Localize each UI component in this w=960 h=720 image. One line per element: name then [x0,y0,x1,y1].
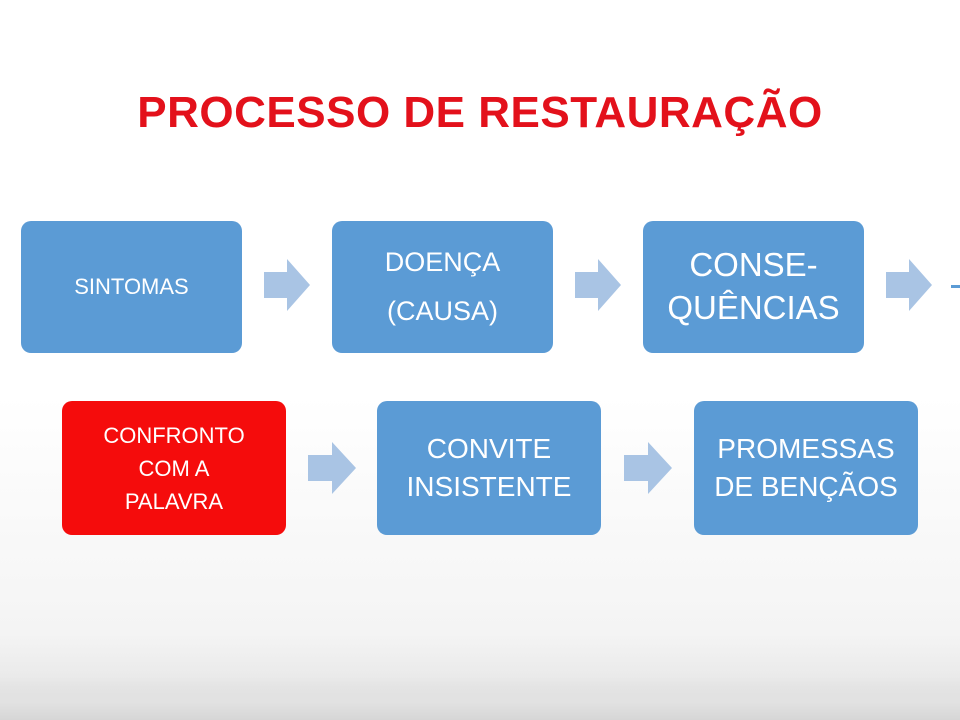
arrow-right-icon [886,259,932,311]
process-box-consequencias: CONSE- QUÊNCIAS [643,221,864,353]
process-box-label: COM A [138,455,210,481]
process-box-label: CONFRONTO [103,422,245,448]
offscreen-connector-mark [951,285,960,288]
process-box-convite: CONVITE INSISTENTE [377,401,601,535]
arrow-right-icon [308,442,356,494]
arrow-right-icon [264,259,310,311]
slide-bottom-band [0,676,960,720]
arrow-right-icon [575,259,621,311]
process-box-label: QUÊNCIAS [667,289,840,326]
process-box-label: CONSE- [689,246,818,284]
process-box-label: DOENÇA [384,247,501,278]
arrow-right-icon [624,442,672,494]
process-box-label: SINTOMAS [74,274,189,299]
process-box-promessas: PROMESSAS DE BENÇÃOS [694,401,918,535]
process-box-label: CONVITE [426,433,552,465]
process-box-label: PALAVRA [124,488,224,514]
process-box-label: PROMESSAS [717,433,895,465]
page-title: PROCESSO DE RESTAURAÇÃO [137,88,823,137]
process-box-label: DE BENÇÃOS [714,471,898,502]
process-box-label: (CAUSA) [386,296,498,326]
process-box-label: INSISTENTE [406,471,572,502]
process-box-sintomas: SINTOMAS [21,221,242,353]
process-box-doenca: DOENÇA (CAUSA) [332,221,553,353]
process-box-confronto: CONFRONTO COM A PALAVRA [62,401,286,535]
